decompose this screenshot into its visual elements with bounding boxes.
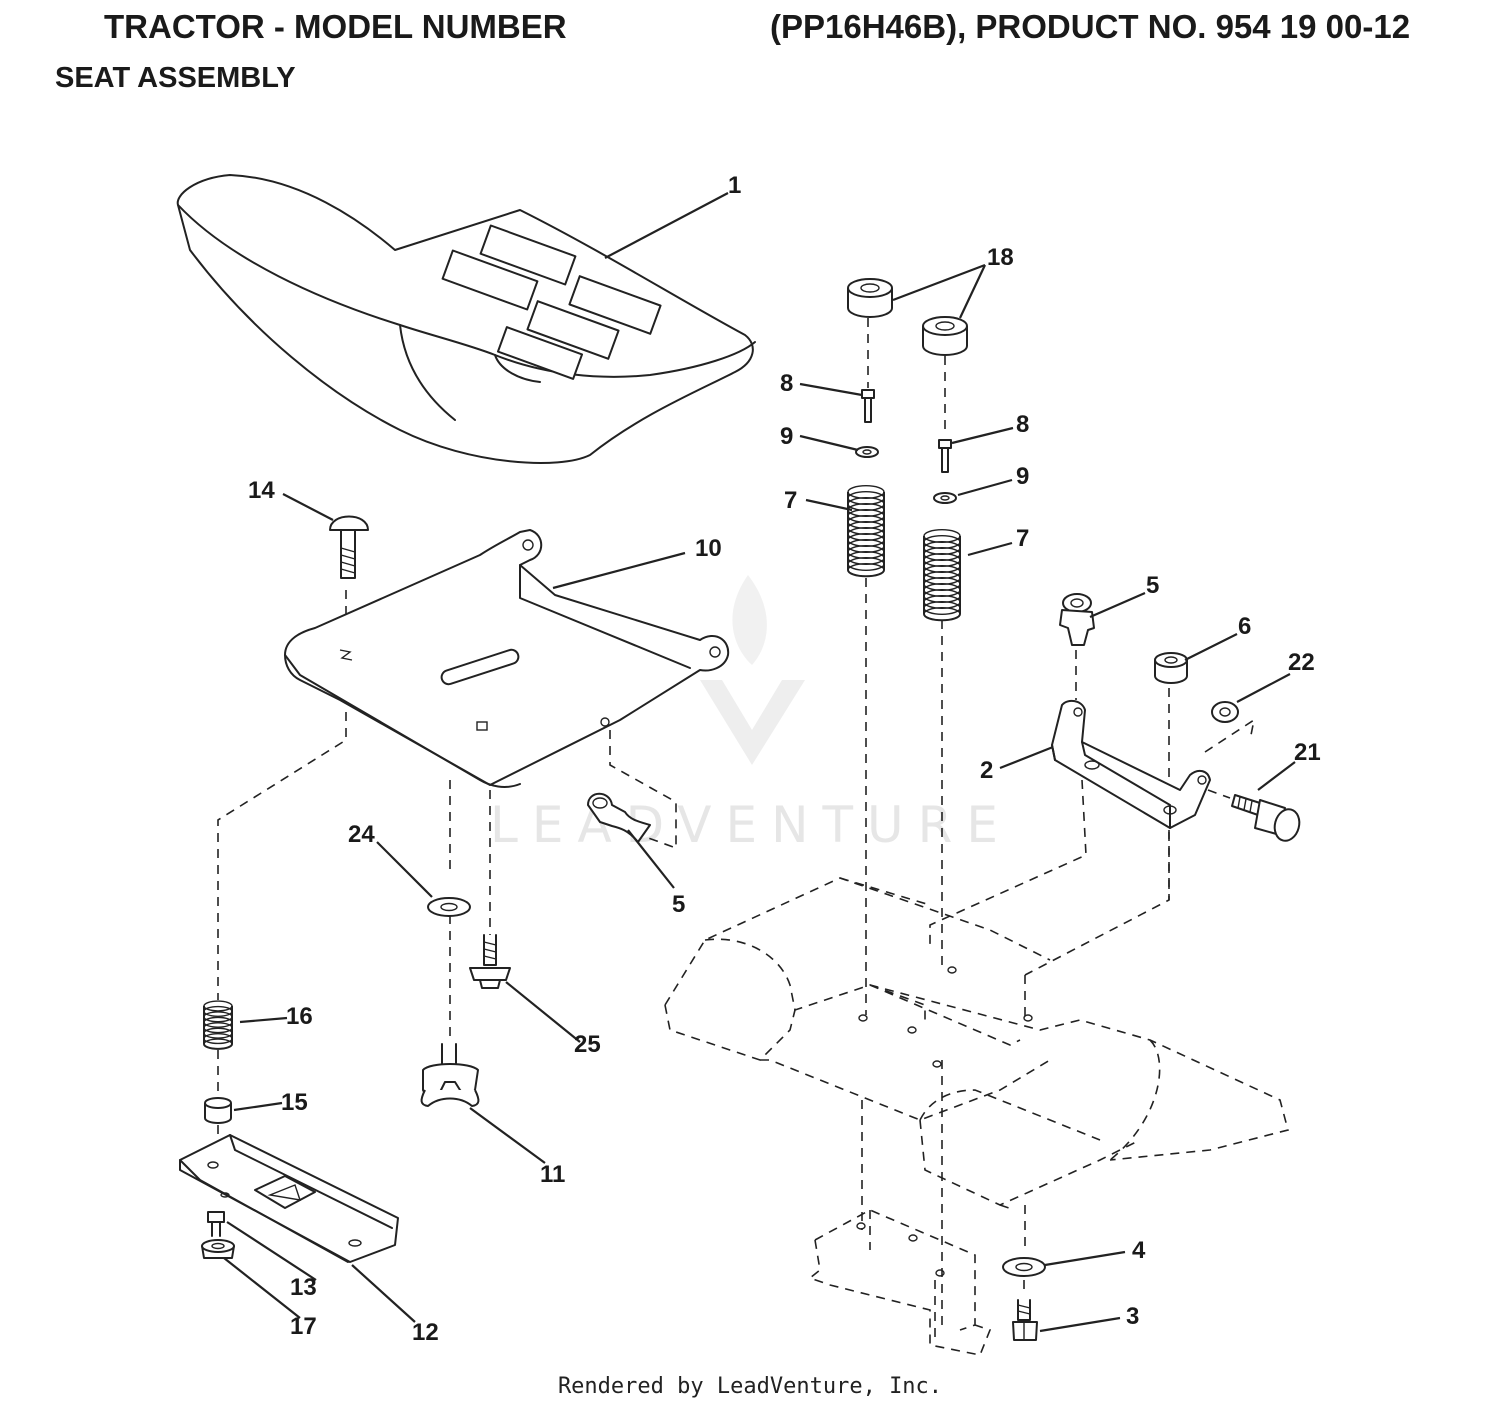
callout-5-upper: 5 — [1146, 572, 1159, 599]
bolt-8-left — [861, 389, 875, 423]
bolt-3 — [1012, 1299, 1038, 1341]
bolt-25 — [469, 934, 511, 989]
clip-5-upper — [1059, 593, 1095, 646]
callout-14: 14 — [248, 477, 275, 504]
callout-24: 24 — [348, 821, 375, 848]
render-credit: Rendered by LeadVenture, Inc. — [557, 1374, 943, 1399]
lower-bracket-outline — [808, 1209, 992, 1356]
carriage-bolt-14 — [329, 515, 369, 579]
bolt-8-right — [938, 439, 952, 473]
callout-21: 21 — [1294, 739, 1321, 766]
page-title-model: TRACTOR - MODEL NUMBER — [104, 8, 567, 45]
knob-11 — [420, 1043, 480, 1107]
callout-15: 15 — [281, 1089, 308, 1116]
callout-12: 12 — [412, 1319, 439, 1346]
callout-1: 1 — [728, 172, 741, 199]
tractor-frame-outline — [664, 877, 1289, 1250]
callout-labels: 1 18 8 9 7 8 9 7 14 10 5 6 22 2 21 24 5 … — [248, 172, 1321, 1346]
callout-25: 25 — [574, 1031, 601, 1058]
callout-5-lower: 5 — [672, 891, 685, 918]
callout-7-right: 7 — [1016, 525, 1029, 552]
assembly-subtitle: SEAT ASSEMBLY — [55, 62, 296, 94]
leader-lines — [223, 192, 1296, 1333]
watermark-text: LEADVENTURE — [490, 796, 1012, 854]
callout-4: 4 — [1132, 1237, 1146, 1264]
callout-8-left: 8 — [780, 370, 793, 397]
seat-part — [176, 174, 756, 464]
clip-5-lower — [587, 792, 651, 843]
callout-10: 10 — [695, 535, 722, 562]
callout-9-right: 9 — [1016, 463, 1029, 490]
spacer-18-left — [847, 278, 893, 318]
spring-7-left — [847, 485, 885, 578]
washer-9-right — [933, 492, 957, 504]
bolt-21 — [1231, 794, 1301, 842]
nut-17 — [201, 1239, 235, 1259]
callout-8-right: 8 — [1016, 411, 1029, 438]
nut-6 — [1154, 652, 1188, 684]
spring-7-right — [923, 529, 961, 622]
callout-17: 17 — [290, 1313, 317, 1340]
bracket-2 — [1051, 699, 1211, 829]
nut-22 — [1211, 701, 1239, 723]
callout-22: 22 — [1288, 649, 1315, 676]
bolt-13 — [207, 1211, 225, 1237]
washer-9-left — [855, 446, 879, 458]
watermark: LEADVENTURE — [490, 575, 1012, 854]
washer-4 — [1002, 1257, 1046, 1277]
seat-pan-10 — [284, 529, 730, 788]
spacer-18-right — [922, 316, 968, 356]
callout-3: 3 — [1126, 1303, 1139, 1330]
mount-plate-12 — [179, 1134, 399, 1263]
callout-18: 18 — [987, 244, 1014, 271]
callout-7-left: 7 — [784, 487, 797, 514]
callout-2: 2 — [980, 757, 993, 784]
callout-11: 11 — [540, 1161, 565, 1188]
washer-24 — [427, 897, 471, 917]
callout-9-left: 9 — [780, 423, 793, 450]
page-title-product: (PP16H46B), PRODUCT NO. 954 19 00-12 — [770, 8, 1411, 45]
spring-16 — [203, 1000, 233, 1050]
callout-16: 16 — [286, 1003, 313, 1030]
callout-13: 13 — [290, 1274, 317, 1301]
callout-6: 6 — [1238, 613, 1251, 640]
bushing-15 — [204, 1097, 232, 1124]
